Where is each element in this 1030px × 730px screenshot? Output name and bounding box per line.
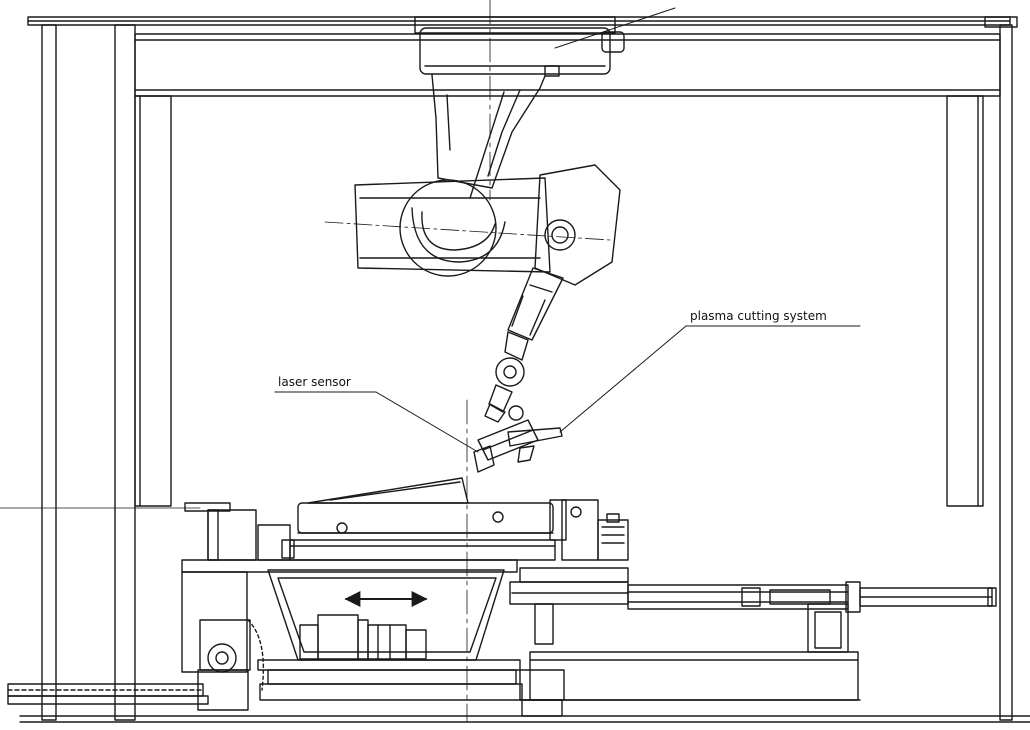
plasma-leader-line [559, 325, 687, 433]
extension-rail [509, 567, 997, 717]
laser-leader-line [375, 391, 479, 453]
linear-carriage [7, 559, 523, 711]
robot-arm [324, 74, 621, 473]
laser-sensor-label: laser sensor [278, 375, 351, 389]
plasma-cutting-system-label: plasma cutting system [690, 309, 827, 323]
workpiece-table [184, 477, 629, 561]
gantry-frame [19, 16, 1030, 723]
robot-mount [414, 7, 676, 77]
